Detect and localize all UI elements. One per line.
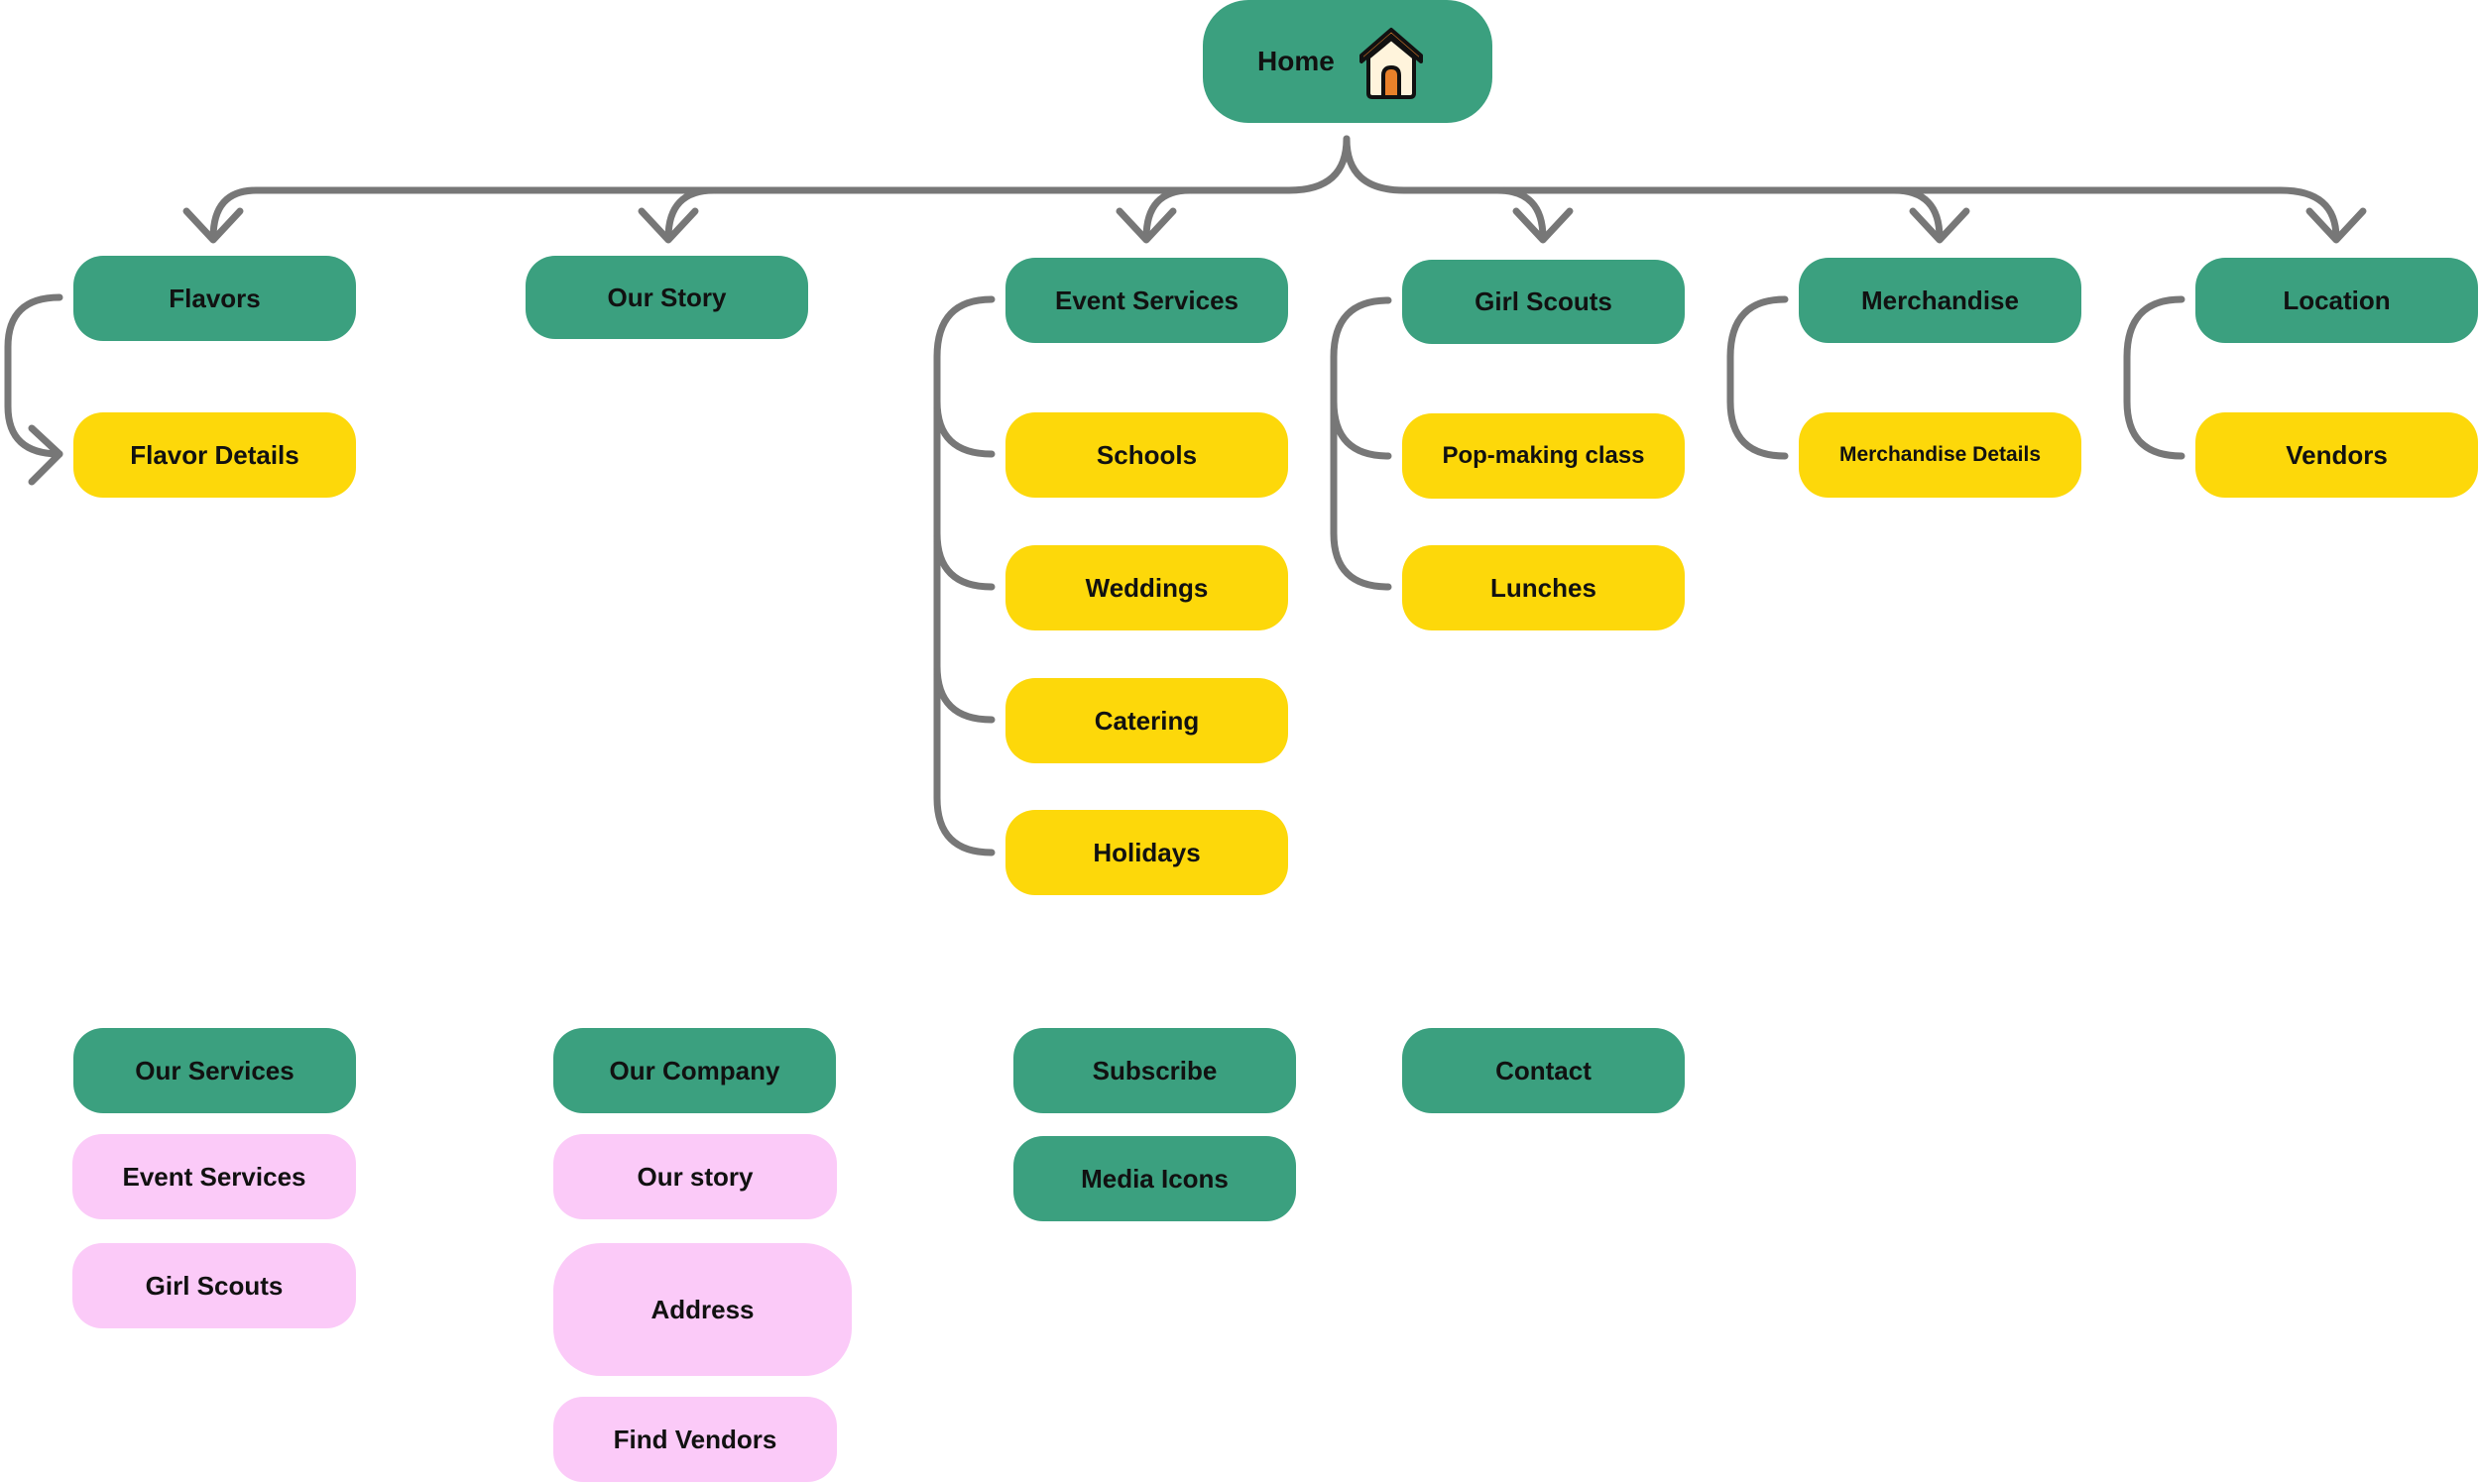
nav-flavors-label: Flavors bbox=[169, 283, 261, 313]
footer-our-services[interactable]: Our Services bbox=[73, 1028, 356, 1113]
footer-girl-scouts-label: Girl Scouts bbox=[145, 1270, 284, 1301]
footer-find-vendors-link[interactable]: Find Vendors bbox=[553, 1397, 837, 1482]
footer-event-services-link[interactable]: Event Services bbox=[72, 1134, 356, 1219]
subpage-vendors[interactable]: Vendors bbox=[2195, 412, 2478, 498]
branch-event-services bbox=[1142, 186, 1194, 242]
nav-location[interactable]: Location bbox=[2195, 258, 2478, 343]
subpage-catering-label: Catering bbox=[1094, 705, 1200, 736]
tick-weddings bbox=[933, 529, 996, 591]
arrow-event-services bbox=[1116, 207, 1177, 244]
subpage-lunches-label: Lunches bbox=[1490, 572, 1596, 603]
nav-girl-scouts[interactable]: Girl Scouts bbox=[1402, 260, 1685, 344]
subpage-weddings-label: Weddings bbox=[1085, 572, 1209, 603]
footer-our-company-label: Our Company bbox=[609, 1055, 780, 1085]
subpage-flavor-details[interactable]: Flavor Details bbox=[73, 412, 356, 498]
bracket-girl-scouts bbox=[1330, 296, 1392, 591]
footer-subscribe-label: Subscribe bbox=[1092, 1055, 1218, 1085]
subpage-schools[interactable]: Schools bbox=[1005, 412, 1288, 498]
arrow-our-story bbox=[638, 207, 699, 244]
branch-merchandise bbox=[1890, 186, 1944, 242]
nav-event-services[interactable]: Event Services bbox=[1005, 258, 1288, 343]
home-label: Home bbox=[1257, 46, 1335, 76]
footer-our-story-link[interactable]: Our story bbox=[553, 1134, 837, 1219]
branch-girl-scouts bbox=[1493, 186, 1547, 242]
bracket-event-services bbox=[933, 295, 996, 856]
subpage-flavor-details-label: Flavor Details bbox=[130, 439, 299, 470]
footer-our-story-label: Our story bbox=[637, 1161, 754, 1192]
nav-flavors[interactable]: Flavors bbox=[73, 256, 356, 341]
footer-contact[interactable]: Contact bbox=[1402, 1028, 1685, 1113]
footer-media-icons-label: Media Icons bbox=[1081, 1163, 1229, 1194]
arrow-flavors bbox=[182, 207, 244, 244]
footer-event-services-label: Event Services bbox=[122, 1161, 306, 1192]
bracket-location bbox=[2123, 295, 2185, 460]
nav-merchandise-label: Merchandise bbox=[1861, 285, 2019, 315]
arrow-flavor-details bbox=[28, 424, 63, 486]
tick-pop-making-class bbox=[1330, 398, 1392, 460]
footer-address[interactable]: Address bbox=[553, 1243, 852, 1376]
branch-our-story bbox=[664, 186, 718, 242]
subpage-merchandise-details[interactable]: Merchandise Details bbox=[1799, 412, 2081, 498]
arrow-merchandise bbox=[1909, 207, 1970, 244]
bracket-flavors bbox=[4, 293, 63, 458]
home-node[interactable]: Home bbox=[1203, 0, 1492, 123]
nav-location-label: Location bbox=[2283, 285, 2391, 315]
nav-merchandise[interactable]: Merchandise bbox=[1799, 258, 2081, 343]
subpage-schools-label: Schools bbox=[1096, 439, 1198, 470]
subpage-merchandise-details-label: Merchandise Details bbox=[1838, 443, 2042, 466]
nav-our-story-label: Our Story bbox=[607, 282, 727, 312]
footer-subscribe[interactable]: Subscribe bbox=[1013, 1028, 1296, 1113]
subpage-pop-making-class[interactable]: Pop-making class bbox=[1402, 413, 1685, 499]
subpage-pop-making-class-label: Pop-making class bbox=[1442, 442, 1645, 469]
tick-catering bbox=[933, 662, 996, 724]
home-connector-right bbox=[1343, 135, 2340, 242]
bracket-merchandise bbox=[1726, 295, 1789, 460]
footer-contact-label: Contact bbox=[1495, 1055, 1592, 1085]
footer-our-company[interactable]: Our Company bbox=[553, 1028, 836, 1113]
subpage-lunches[interactable]: Lunches bbox=[1402, 545, 1685, 630]
footer-address-label: Address bbox=[650, 1294, 755, 1324]
footer-find-vendors-label: Find Vendors bbox=[613, 1424, 777, 1454]
subpage-vendors-label: Vendors bbox=[2286, 439, 2388, 470]
tick-schools bbox=[933, 398, 996, 458]
footer-media-icons[interactable]: Media Icons bbox=[1013, 1136, 1296, 1221]
subpage-weddings[interactable]: Weddings bbox=[1005, 545, 1288, 630]
subpage-catering[interactable]: Catering bbox=[1005, 678, 1288, 763]
footer-girl-scouts-link[interactable]: Girl Scouts bbox=[72, 1243, 356, 1328]
arrow-location bbox=[2305, 207, 2367, 244]
house-icon bbox=[1359, 28, 1423, 99]
nav-our-story[interactable]: Our Story bbox=[526, 256, 808, 339]
subpage-holidays-label: Holidays bbox=[1093, 837, 1201, 867]
footer-our-services-label: Our Services bbox=[135, 1055, 295, 1085]
arrow-girl-scouts bbox=[1512, 207, 1574, 244]
nav-event-services-label: Event Services bbox=[1054, 285, 1239, 315]
home-connector-left bbox=[209, 135, 1351, 242]
subpage-holidays[interactable]: Holidays bbox=[1005, 810, 1288, 895]
nav-girl-scouts-label: Girl Scouts bbox=[1475, 286, 1612, 316]
